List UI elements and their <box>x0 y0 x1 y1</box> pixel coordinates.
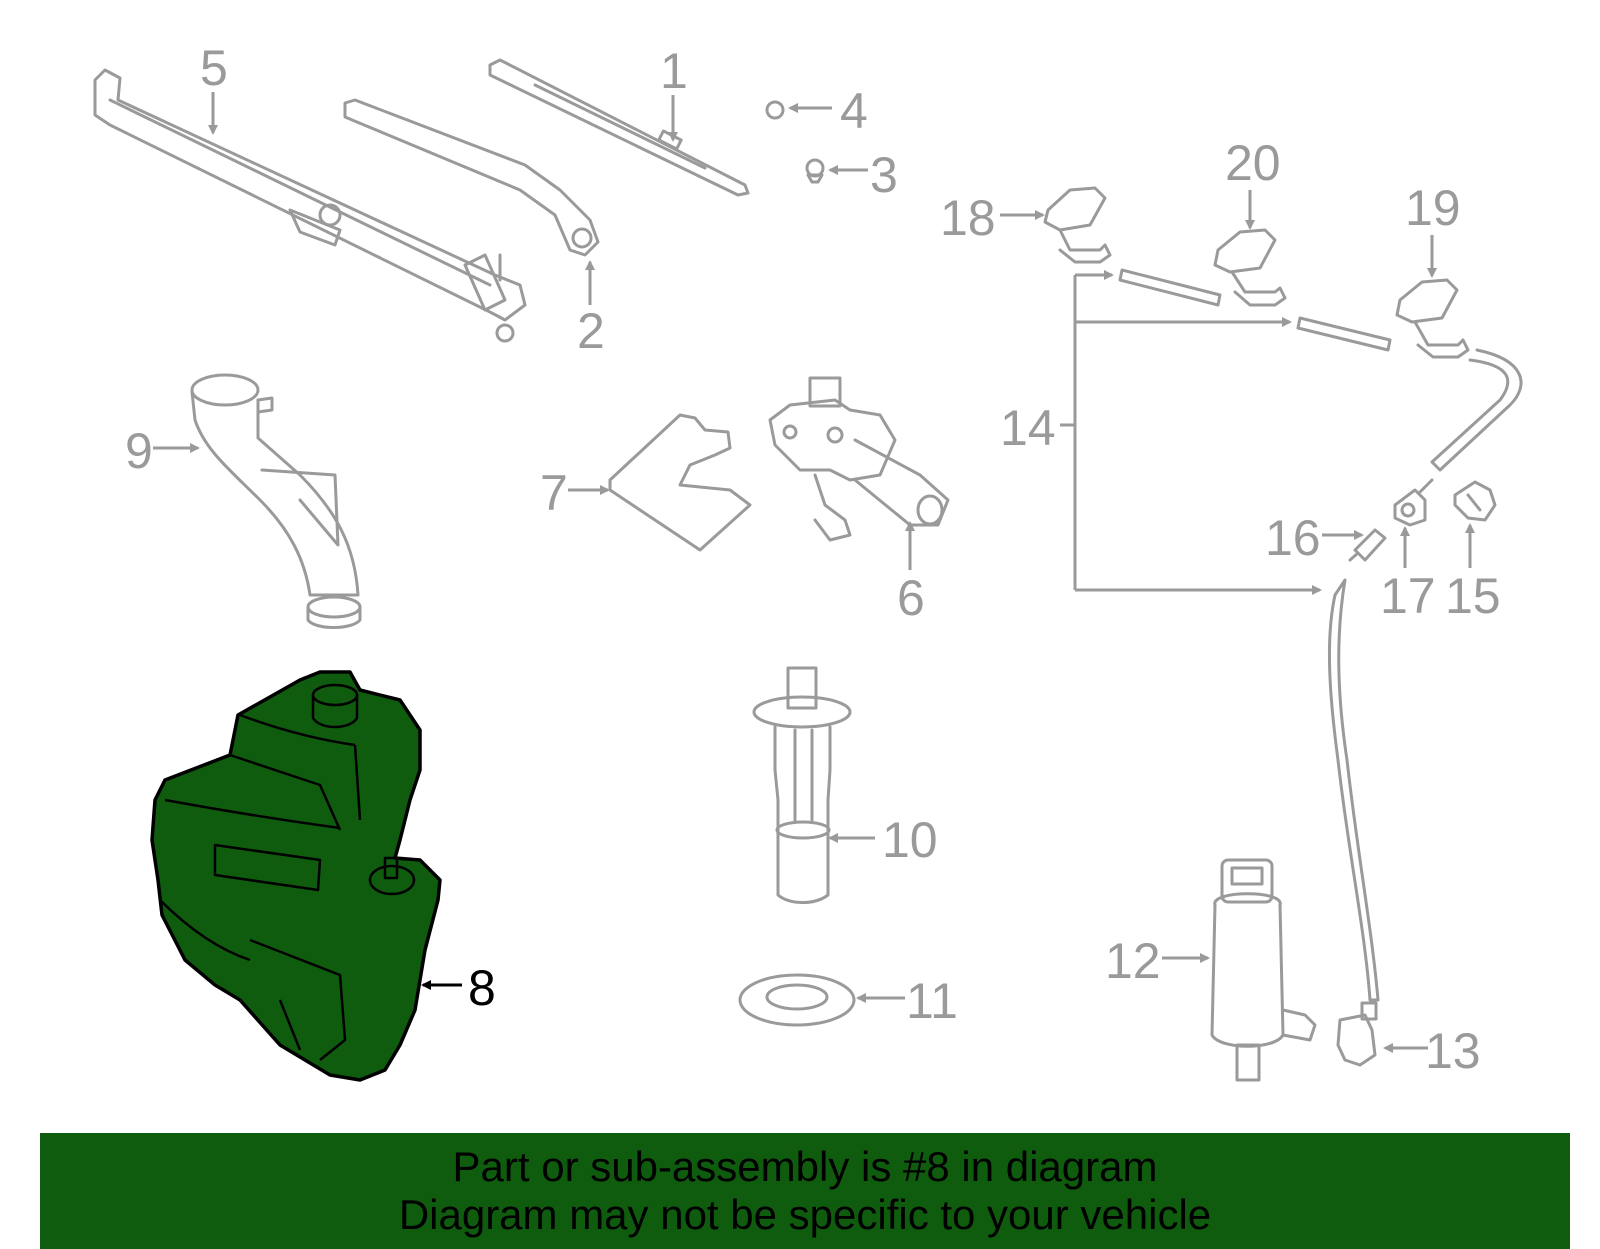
wiper-motor-part <box>768 376 950 542</box>
filler-neck-part <box>190 373 362 629</box>
callout-14: 14 <box>1000 400 1056 456</box>
banner-line-2: Diagram may not be specific to your vehi… <box>398 1191 1212 1238</box>
callout-15: 15 <box>1445 568 1501 624</box>
callout-3: 3 <box>870 147 898 203</box>
callout-19: 19 <box>1405 180 1461 236</box>
callout-7: 7 <box>540 465 568 521</box>
connector-part-16 <box>1348 528 1387 562</box>
check-valve-part-17 <box>1393 478 1434 527</box>
callout-9: 9 <box>125 423 153 479</box>
clip-part-15 <box>1453 480 1497 522</box>
callout-20: 20 <box>1225 135 1281 191</box>
nozzle-part-20 <box>1213 228 1287 307</box>
callout-18: 18 <box>940 190 996 246</box>
wiper-blade-part <box>488 58 750 197</box>
clip-part <box>765 100 785 120</box>
callout-8: 8 <box>468 960 496 1016</box>
callout-10: 10 <box>882 812 938 868</box>
washer-pump-part <box>1210 858 1317 1082</box>
callout-6: 6 <box>897 570 925 626</box>
nut-part <box>805 158 825 184</box>
nozzle-part-19 <box>1395 278 1470 359</box>
hose-bracket-lines <box>1060 270 1322 595</box>
banner-line-1: Part or sub-assembly is #8 in diagram <box>452 1143 1158 1190</box>
o-ring-part <box>738 973 856 1027</box>
notice-banner: Part or sub-assembly is #8 in diagram Di… <box>40 1133 1570 1249</box>
seal-part <box>608 413 752 552</box>
nozzle-part-18 <box>1043 186 1112 264</box>
hose-segments <box>1118 268 1523 1002</box>
callout-13: 13 <box>1425 1023 1481 1079</box>
pump-sender-part <box>752 666 852 904</box>
callout-4: 4 <box>840 83 868 139</box>
callout-16: 16 <box>1265 510 1321 566</box>
wiper-arm-part <box>343 98 600 257</box>
elbow-connector-part <box>1336 1001 1378 1067</box>
callout-1: 1 <box>660 43 688 99</box>
callout-12: 12 <box>1105 933 1161 989</box>
wiper-linkage-part <box>93 68 527 343</box>
callout-5: 5 <box>200 40 228 96</box>
callout-11: 11 <box>906 973 958 1029</box>
washer-reservoir-part <box>150 670 442 1082</box>
callout-17: 17 <box>1380 568 1436 624</box>
callout-2: 2 <box>577 303 605 359</box>
